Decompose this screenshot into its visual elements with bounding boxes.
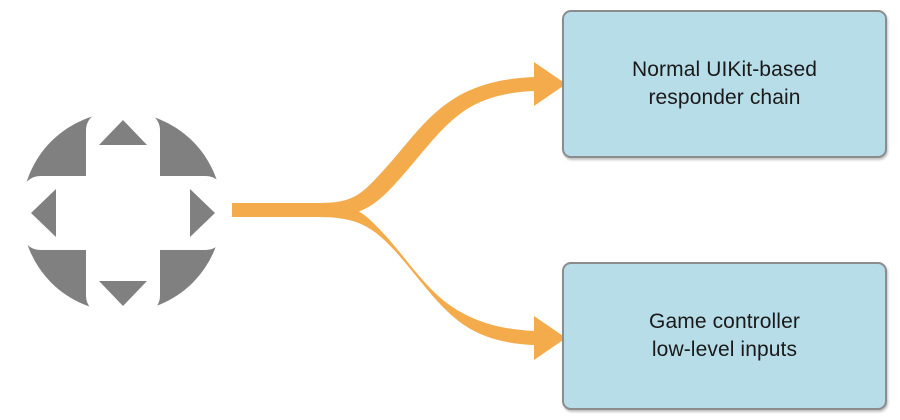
connector-upper-branch [232, 62, 566, 217]
box-game-controller-inputs[interactable]: Game controller low-level inputs [562, 262, 887, 410]
box-game-controller-inputs-label: Game controller low-level inputs [649, 310, 800, 361]
box-normal-responder-chain[interactable]: Normal UIKit-based responder chain [562, 10, 887, 158]
box-normal-responder-chain-label: Normal UIKit-based responder chain [631, 58, 818, 109]
connector-group [232, 62, 566, 360]
connector-lower-branch [232, 203, 566, 360]
dpad-right-arrow-icon[interactable] [190, 189, 215, 237]
dpad-up-arrow-icon[interactable] [99, 120, 147, 145]
dpad-cross [22, 112, 224, 314]
dpad-down-arrow-icon[interactable] [99, 281, 147, 306]
dpad-left-arrow-icon[interactable] [31, 189, 56, 237]
